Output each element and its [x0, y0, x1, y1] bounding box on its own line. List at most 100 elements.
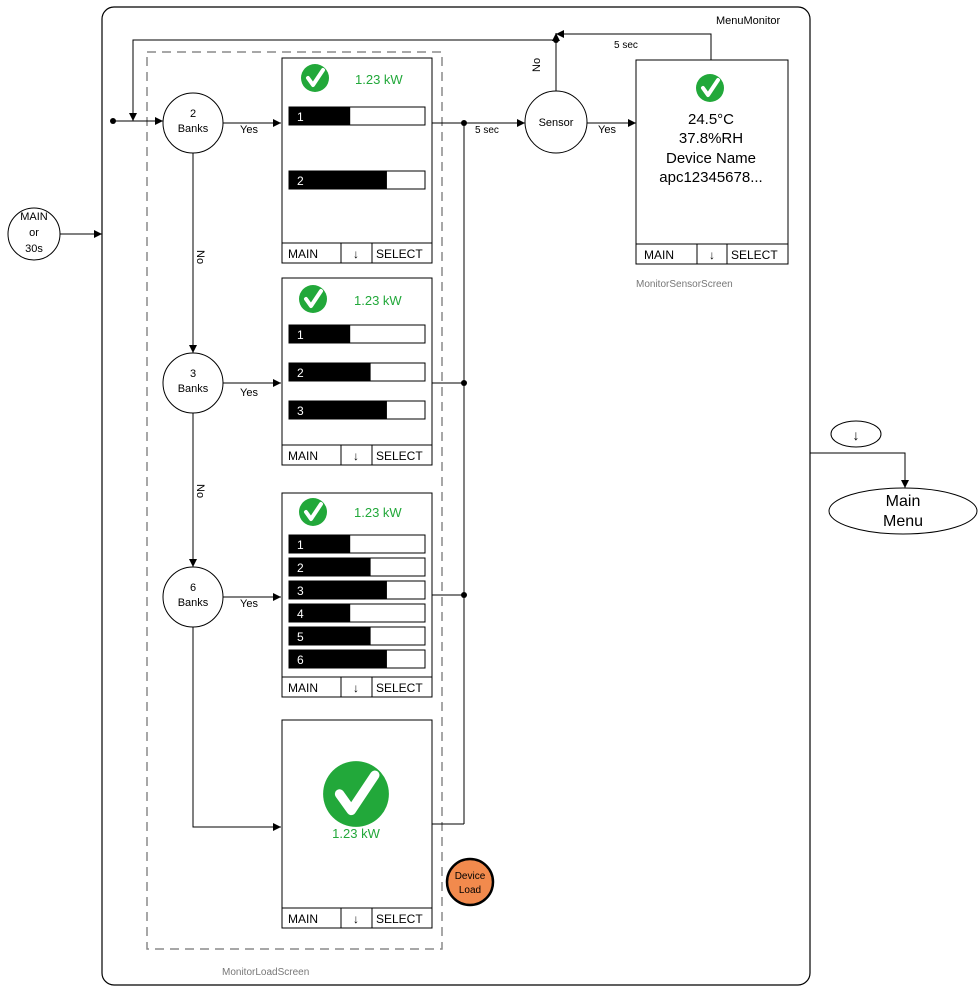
- bank-bar-fill: [289, 627, 371, 645]
- no-6-banks-arrow: [192, 627, 281, 831]
- temperature-value: 24.5°C: [688, 111, 734, 128]
- svg-text:Menu: Menu: [883, 513, 923, 530]
- svg-text:Main: Main: [886, 493, 921, 510]
- main-menu-arrow: [810, 452, 909, 488]
- select-softkey[interactable]: SELECT: [376, 449, 423, 463]
- sensor-screen: 24.5°C 37.8%RH Device Name apc12345678..…: [635, 59, 789, 265]
- svg-text:↓: ↓: [853, 427, 860, 443]
- bank-bar-label: 6: [297, 653, 304, 667]
- load-screen-label: MonitorLoadScreen: [222, 967, 309, 978]
- no-3-banks-label: No: [194, 484, 206, 498]
- five-sec-label: 5 sec: [475, 125, 499, 136]
- screen-single-load: 1.23 kW MAIN ↓ SELECT: [281, 719, 433, 929]
- bank-bar-label: 2: [297, 561, 304, 575]
- decision-6-banks: 6 Banks: [162, 566, 224, 628]
- screen-2-banks: 1.23 kW 1 2 MAIN ↓ SELECT: [281, 57, 433, 264]
- bank-bars: 1 2 3: [288, 324, 426, 420]
- bank-bar-fill: [289, 558, 371, 576]
- main-softkey[interactable]: MAIN: [288, 912, 318, 926]
- bank-bar-fill: [289, 363, 371, 381]
- sensor-yes-label: Yes: [598, 124, 616, 136]
- bank-bar-label: 2: [297, 174, 304, 188]
- device-name-label: Device Name: [666, 150, 756, 167]
- sensor-screen-label: MonitorSensorScreen: [636, 279, 733, 290]
- yes-2-banks-label: Yes: [240, 124, 258, 136]
- down-softkey[interactable]: ↓: [709, 248, 715, 262]
- bank-bar: 6: [288, 649, 426, 669]
- check-icon: [297, 496, 329, 528]
- svg-text:1.23 kW: 1.23 kW: [354, 505, 402, 520]
- main-softkey[interactable]: MAIN: [288, 681, 318, 695]
- bank-bar-label: 1: [297, 328, 304, 342]
- down-key-node: ↓: [830, 420, 882, 448]
- bank-bar-label: 4: [297, 607, 304, 621]
- main-softkey[interactable]: MAIN: [288, 449, 318, 463]
- main-softkey[interactable]: MAIN: [644, 248, 674, 262]
- bank-bar-fill: [289, 171, 387, 189]
- svg-text:30s: 30s: [25, 243, 43, 255]
- screen-3-banks: 1.23 kW 1 2 3 MAIN ↓ SELECT: [281, 277, 433, 466]
- svg-text:6: 6: [190, 582, 196, 594]
- device-load-node: Device Load: [445, 857, 495, 907]
- loop-back-line: [129, 39, 556, 121]
- no-2-banks-label: No: [194, 250, 206, 264]
- menu-monitor-frame: [101, 6, 811, 986]
- svg-text:1.23 kW: 1.23 kW: [332, 826, 380, 841]
- bank-bar: 1: [288, 534, 426, 554]
- svg-text:2: 2: [190, 108, 196, 120]
- junction-dot: [461, 592, 467, 598]
- sensor-return-line: [556, 30, 712, 60]
- select-softkey[interactable]: SELECT: [731, 248, 778, 262]
- svg-text:MAIN: MAIN: [20, 211, 48, 223]
- svg-text:1.23 kW: 1.23 kW: [355, 72, 403, 87]
- bank-bar-fill: [289, 107, 351, 125]
- bank-bar-fill: [289, 535, 351, 553]
- bank-bar: 2: [288, 362, 426, 382]
- device-name-value: apc12345678...: [659, 169, 762, 186]
- bank-bar-fill: [289, 401, 387, 419]
- svg-text:1.23 kW: 1.23 kW: [354, 293, 402, 308]
- select-softkey[interactable]: SELECT: [376, 681, 423, 695]
- bank-bar-fill: [289, 325, 351, 343]
- bank-bar-fill: [289, 581, 387, 599]
- bank-bar-label: 1: [297, 110, 304, 124]
- down-softkey[interactable]: ↓: [353, 681, 359, 695]
- bank-bar: 3: [288, 580, 426, 600]
- svg-text:Sensor: Sensor: [539, 117, 574, 129]
- bank-bar-label: 5: [297, 630, 304, 644]
- bank-bar: 1: [288, 106, 426, 126]
- svg-text:or: or: [29, 227, 39, 239]
- bank-bar: 1: [288, 324, 426, 344]
- decision-2-banks: 2 Banks: [162, 92, 224, 154]
- svg-text:Banks: Banks: [178, 123, 209, 135]
- down-softkey[interactable]: ↓: [353, 449, 359, 463]
- bank-bar: 2: [288, 557, 426, 577]
- bank-bar-label: 3: [297, 584, 304, 598]
- start-node: MAIN or 30s: [7, 207, 61, 261]
- five-sec-label: 5 sec: [614, 40, 638, 51]
- large-check-icon: [323, 761, 389, 827]
- select-softkey[interactable]: SELECT: [376, 912, 423, 926]
- select-softkey[interactable]: SELECT: [376, 247, 423, 261]
- down-softkey[interactable]: ↓: [353, 912, 359, 926]
- svg-text:Load: Load: [459, 885, 481, 896]
- check-icon: [694, 72, 726, 104]
- bank-bars: 1 2 3 4 5 6: [288, 534, 426, 669]
- bank-bar: 5: [288, 626, 426, 646]
- humidity-value: 37.8%RH: [679, 130, 743, 147]
- bank-bar: 3: [288, 400, 426, 420]
- bank-bar-label: 1: [297, 538, 304, 552]
- bank-bar: 4: [288, 603, 426, 623]
- bank-bar: 2: [288, 170, 426, 190]
- down-softkey[interactable]: ↓: [353, 247, 359, 261]
- junction-dot: [553, 37, 559, 43]
- svg-text:3: 3: [190, 368, 196, 380]
- bank-bar-fill: [289, 604, 351, 622]
- junction-dot: [461, 120, 467, 126]
- svg-text:Banks: Banks: [178, 383, 209, 395]
- decision-sensor: Sensor: [524, 90, 588, 154]
- menu-monitor-label: MenuMonitor: [716, 15, 781, 27]
- main-softkey[interactable]: MAIN: [288, 247, 318, 261]
- yes-6-banks-label: Yes: [240, 598, 258, 610]
- decision-3-banks: 3 Banks: [162, 352, 224, 414]
